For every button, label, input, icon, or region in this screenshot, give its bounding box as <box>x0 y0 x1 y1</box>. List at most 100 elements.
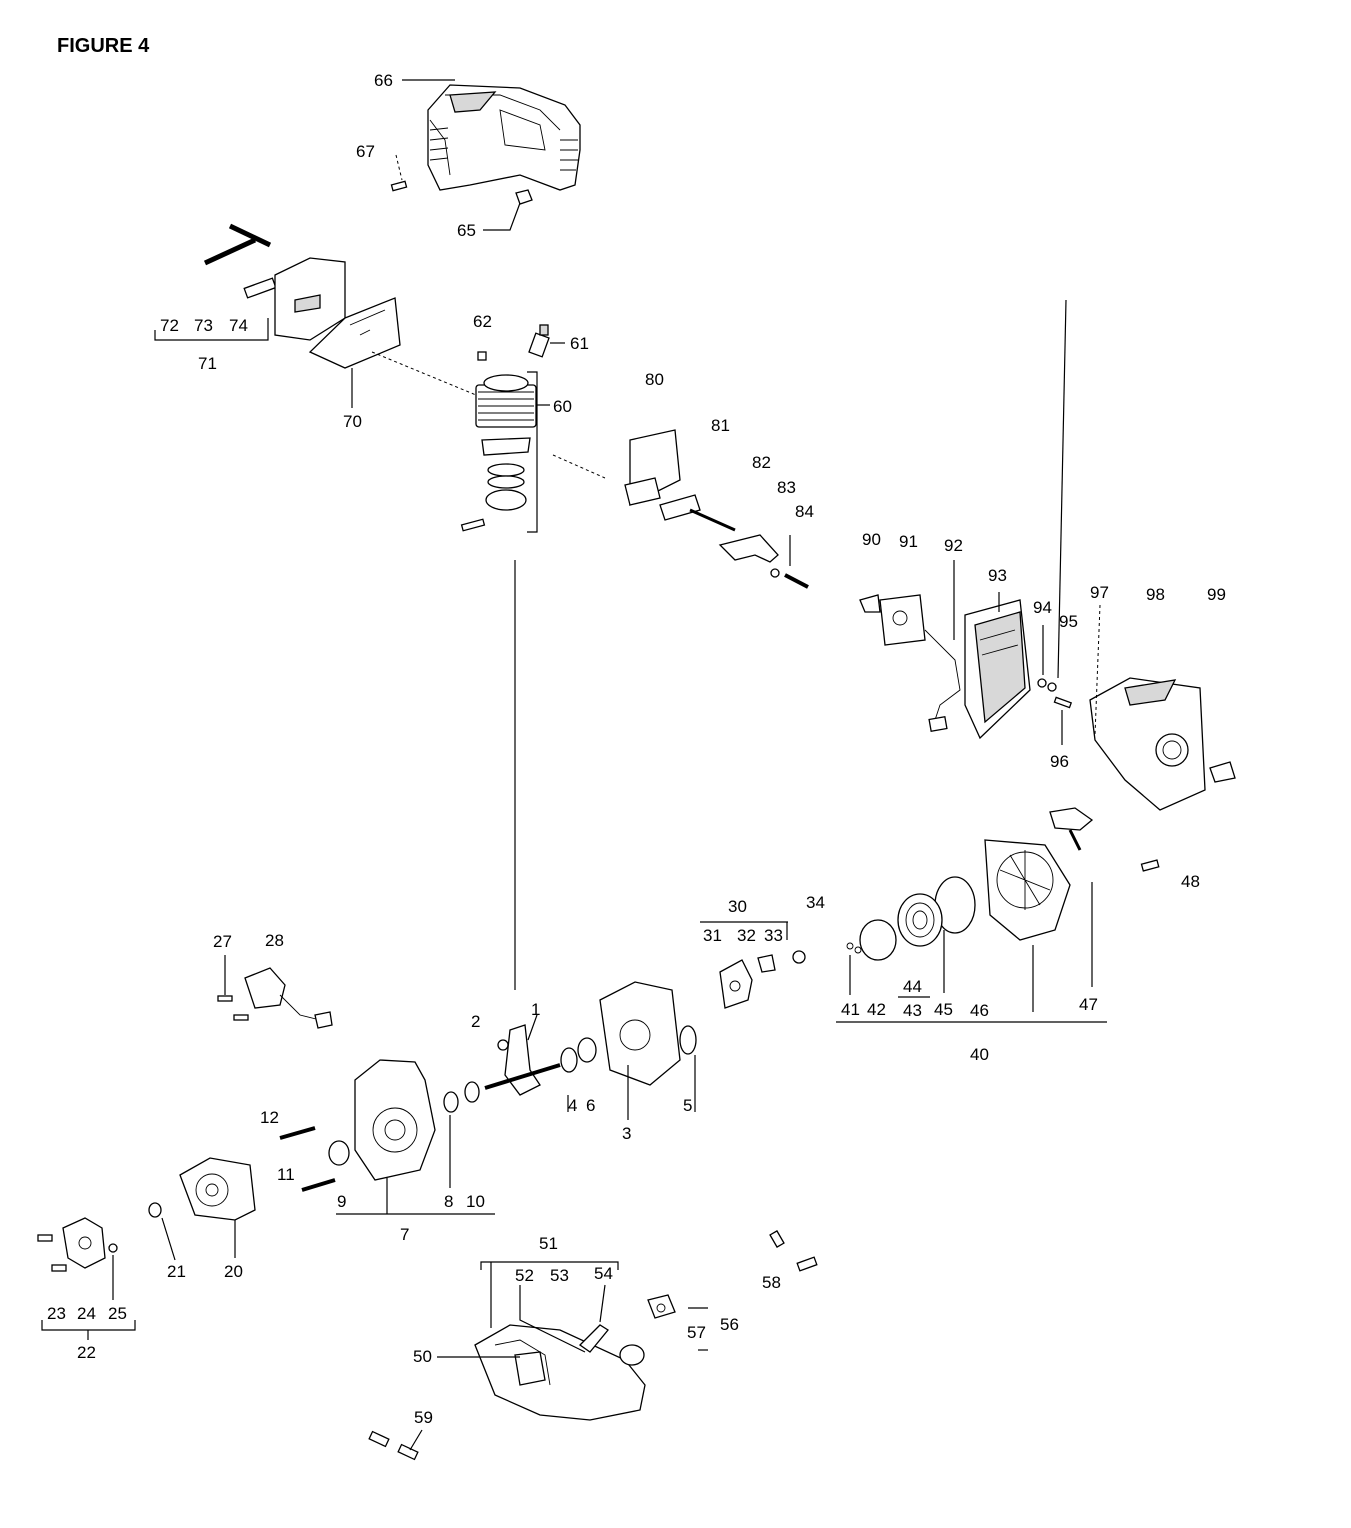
label-80: 80 <box>645 370 664 389</box>
label-27: 27 <box>213 932 232 951</box>
label-45: 45 <box>934 1000 953 1019</box>
flywheel-nut-drawing <box>148 1202 162 1218</box>
recoil-starter-drawing <box>846 807 1160 961</box>
label-51: 51 <box>539 1234 558 1253</box>
figure-title: FIGURE 4 <box>57 35 150 57</box>
intake-manifold-drawing <box>624 429 809 589</box>
label-30: 30 <box>728 897 747 916</box>
label-83: 83 <box>777 478 796 497</box>
stud-96-drawing <box>1053 696 1073 709</box>
label-59: 59 <box>414 1408 433 1427</box>
label-1: 1 <box>531 1000 540 1019</box>
label-60: 60 <box>553 397 572 416</box>
clutch-assembly-drawing <box>37 1217 118 1272</box>
crankshaft-drawing <box>484 1024 561 1096</box>
label-50: 50 <box>413 1347 432 1366</box>
label-65: 65 <box>457 221 476 240</box>
air-filter-housing-drawing <box>964 599 1031 740</box>
label-40: 40 <box>970 1045 989 1064</box>
label-11: 11 <box>277 1165 295 1184</box>
label-71: 71 <box>198 354 217 373</box>
label-72: 72 <box>160 316 179 335</box>
label-66: 66 <box>374 71 393 90</box>
label-3: 3 <box>622 1124 631 1143</box>
label-58: 58 <box>762 1273 781 1292</box>
label-42: 42 <box>867 1000 886 1019</box>
label-95: 95 <box>1059 612 1078 631</box>
label-84: 84 <box>795 502 814 521</box>
clutch-flange-drawing <box>719 950 806 1009</box>
label-33: 33 <box>764 926 783 945</box>
label-9: 9 <box>337 1192 346 1211</box>
carburetor-drawing <box>859 594 961 733</box>
label-5: 5 <box>683 1096 692 1115</box>
label-44: 44 <box>903 977 922 996</box>
label-94: 94 <box>1033 598 1052 617</box>
label-12: 12 <box>260 1108 279 1127</box>
flywheel-drawing <box>179 1157 256 1221</box>
label-6: 6 <box>586 1096 595 1115</box>
label-10: 10 <box>466 1192 485 1211</box>
label-31: 31 <box>703 926 722 945</box>
label-48: 48 <box>1181 872 1200 891</box>
label-43: 43 <box>903 1001 922 1020</box>
engine-cover-drawing <box>427 84 581 191</box>
label-52: 52 <box>515 1266 534 1285</box>
label-91: 91 <box>899 532 918 551</box>
label-34: 34 <box>806 893 825 912</box>
label-81: 81 <box>711 416 730 435</box>
air-filter-cover-drawing <box>1089 677 1236 811</box>
label-57: 57 <box>687 1323 706 1342</box>
label-97: 97 <box>1090 583 1109 602</box>
label-46: 46 <box>970 1001 989 1020</box>
label-73: 73 <box>194 316 213 335</box>
ignition-coil-drawing <box>217 967 333 1029</box>
fuel-filter-58b-drawing <box>796 1256 818 1272</box>
label-62: 62 <box>473 312 492 331</box>
label-99: 99 <box>1207 585 1226 604</box>
screw-62-drawing <box>477 351 487 361</box>
label-28: 28 <box>265 931 284 950</box>
label-54: 54 <box>594 1264 613 1283</box>
fuel-filter-58-drawing <box>769 1230 785 1248</box>
label-74: 74 <box>229 316 248 335</box>
label-8: 8 <box>444 1192 453 1211</box>
label-82: 82 <box>752 453 771 472</box>
label-67: 67 <box>356 142 375 161</box>
label-24: 24 <box>77 1304 96 1323</box>
grommet-drawing <box>515 189 533 205</box>
spark-plug-drawing <box>528 324 550 358</box>
label-90: 90 <box>862 530 881 549</box>
label-7: 7 <box>400 1225 409 1244</box>
label-4: 4 <box>568 1096 577 1115</box>
bolt-12-drawing <box>279 1126 316 1140</box>
label-21: 21 <box>167 1262 186 1281</box>
crankcase-half-drawing <box>328 1059 480 1181</box>
crankcase-drawing <box>560 981 697 1086</box>
muffler-drawing <box>203 223 401 369</box>
cylinder-drawing <box>460 374 537 532</box>
leader-lines <box>41 79 1107 1451</box>
label-22: 22 <box>77 1343 96 1362</box>
label-98: 98 <box>1146 585 1165 604</box>
fuel-line-59-drawing <box>368 1430 390 1448</box>
label-47: 47 <box>1079 995 1098 1014</box>
washer-94-drawing <box>1037 678 1047 688</box>
bolt-11-drawing <box>301 1178 336 1192</box>
label-61: 61 <box>570 334 589 353</box>
label-53: 53 <box>550 1266 569 1285</box>
label-70: 70 <box>343 412 362 431</box>
label-23: 23 <box>47 1304 66 1323</box>
label-56: 56 <box>720 1315 739 1334</box>
label-93: 93 <box>988 566 1007 585</box>
cover-screw-drawing <box>390 154 408 192</box>
label-20: 20 <box>224 1262 243 1281</box>
label-96: 96 <box>1050 752 1069 771</box>
label-92: 92 <box>944 536 963 555</box>
label-41: 41 <box>841 1000 860 1019</box>
label-25: 25 <box>108 1304 127 1323</box>
label-2: 2 <box>471 1012 480 1031</box>
part-number-labels: 66 67 65 72 73 74 71 70 62 61 60 80 81 8… <box>47 71 1226 1427</box>
fuel-line-59b-drawing <box>397 1443 419 1461</box>
